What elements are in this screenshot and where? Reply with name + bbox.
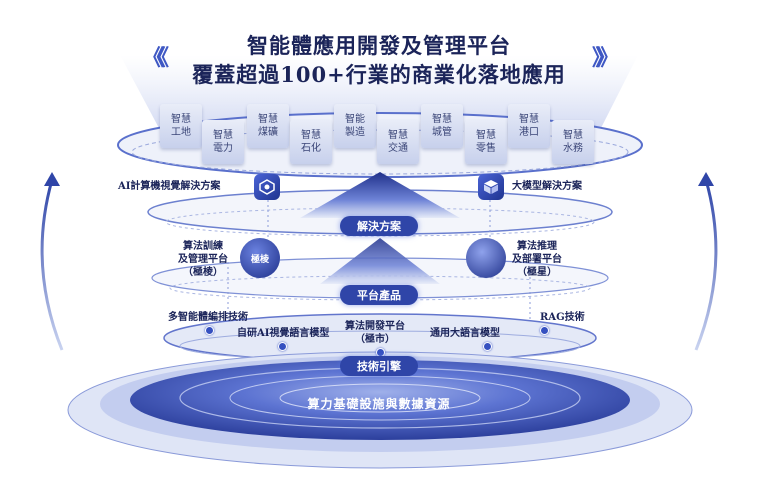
center-cone <box>300 172 460 218</box>
industry-card-construction: 智慧工地 <box>160 104 202 148</box>
inference-platform-label: 算法推理 及部署平台 （極星） <box>512 241 562 278</box>
jixing-globe-orb <box>466 238 506 278</box>
platform-band: 平台產品 <box>340 285 418 305</box>
jiling-logo: 極棱 <box>250 254 269 265</box>
cv-solution-icon <box>254 174 280 200</box>
industry-card-coal: 智慧煤礦 <box>247 104 289 148</box>
solutions-band: 解決方案 <box>340 216 418 236</box>
infrastructure-label: 算力基礎設施與數據資源 <box>307 397 451 411</box>
left-arc-arrow <box>40 179 64 351</box>
vlm-dot <box>278 342 287 351</box>
industry-card-port: 智慧港口 <box>508 104 550 148</box>
industry-card-transport: 智慧交通 <box>377 120 419 164</box>
llm-dot <box>483 342 492 351</box>
cv-solution-label: AI計算機視覺解決方案 <box>118 181 221 192</box>
title-line-2: 覆蓋超過100+行業的商業化落地應用 <box>192 62 566 87</box>
title-line-1: 智能體應用開發及管理平台 <box>247 33 511 58</box>
jiling-logo-orb: 極棱 <box>240 238 280 278</box>
industry-card-petrochemical: 智慧石化 <box>290 120 332 164</box>
industry-card-power: 智慧電力 <box>202 120 244 164</box>
llm-solution-label: 大模型解決方案 <box>512 181 582 192</box>
industry-card-water: 智慧水務 <box>552 120 594 164</box>
algo-dev-platform-label: 算法開發平台 （極市） <box>345 321 405 345</box>
industry-card-city-management: 智慧城管 <box>421 104 463 148</box>
rag-dot <box>540 326 549 335</box>
right-arc-arrow <box>694 179 718 351</box>
industry-card-manufacturing: 智能製造 <box>334 104 376 148</box>
general-llm-label: 通用大語言模型 <box>430 328 500 339</box>
vision-language-model-label: 自研AI視覺語言模型 <box>237 328 330 339</box>
training-platform-label: 算法訓練 及管理平台 （極棱） <box>178 241 228 278</box>
tech-band: 技術引擎 <box>340 356 418 376</box>
rag-label: RAG技術 <box>540 312 585 323</box>
llm-solution-icon <box>478 174 504 200</box>
multi-agent-label: 多智能體編排技術 <box>168 312 248 323</box>
industry-card-retail: 智慧零售 <box>465 120 507 164</box>
multi-agent-dot <box>205 326 214 335</box>
base-disc <box>130 360 630 440</box>
